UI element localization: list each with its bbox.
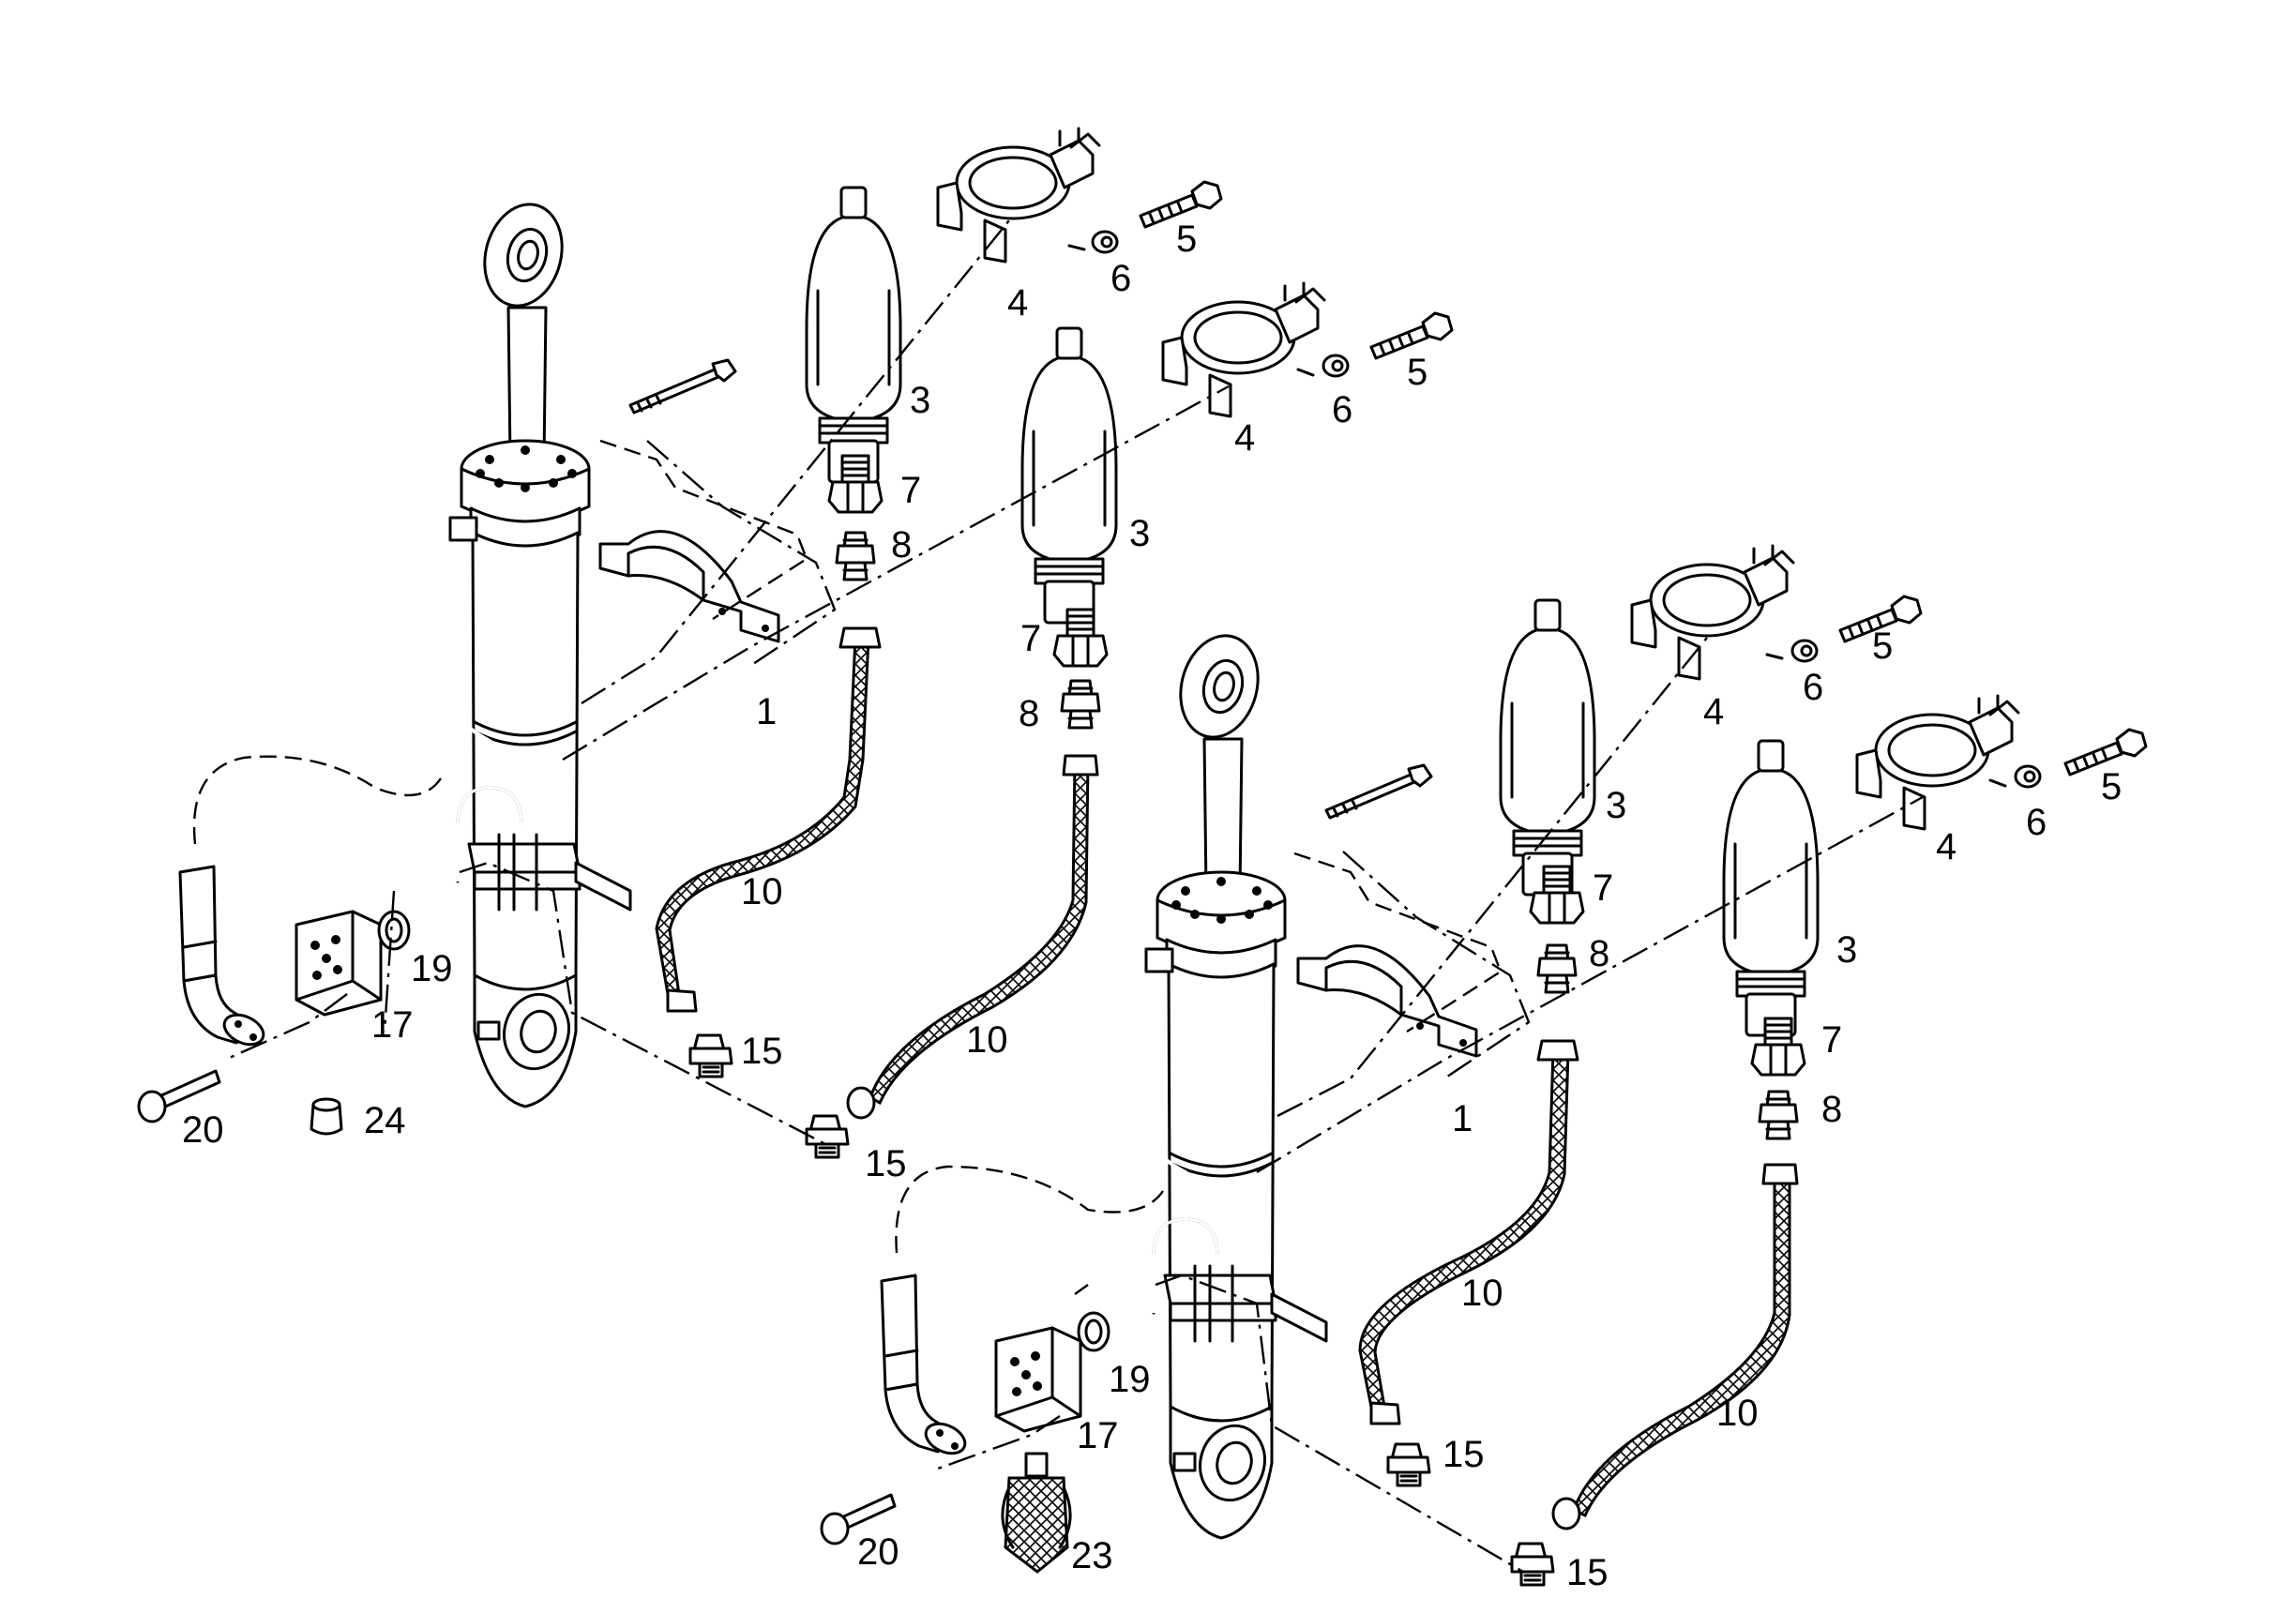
callout-15: 15 bbox=[1566, 1552, 1609, 1593]
callout-3: 3 bbox=[910, 380, 930, 421]
hose bbox=[1358, 1048, 1570, 1409]
washer bbox=[1091, 230, 1119, 254]
callout-7: 7 bbox=[900, 470, 921, 511]
callout-15: 15 bbox=[741, 1031, 783, 1072]
hose bbox=[1572, 1170, 1791, 1518]
callout-10: 10 bbox=[966, 1019, 1008, 1061]
callout-5: 5 bbox=[1176, 219, 1197, 260]
callout-10: 10 bbox=[741, 871, 783, 912]
fitting bbox=[1386, 1442, 1431, 1487]
nipple bbox=[835, 531, 876, 581]
callout-10: 10 bbox=[1461, 1273, 1503, 1314]
callout-19: 19 bbox=[1109, 1359, 1151, 1400]
clamp bbox=[1855, 694, 2020, 831]
fitting bbox=[1510, 1542, 1555, 1587]
callout-6: 6 bbox=[2026, 802, 2047, 843]
washer bbox=[1790, 639, 1819, 663]
callout-5: 5 bbox=[1407, 352, 1427, 393]
nipple bbox=[1758, 1090, 1799, 1140]
clamp bbox=[936, 127, 1101, 264]
accumulator bbox=[805, 186, 902, 484]
callout-7: 7 bbox=[1821, 1019, 1842, 1061]
callout-20: 20 bbox=[182, 1109, 224, 1151]
callout-4: 4 bbox=[1703, 691, 1724, 732]
hose bbox=[655, 636, 870, 996]
tie-bolt bbox=[1324, 763, 1433, 820]
callout-4: 4 bbox=[1007, 282, 1028, 324]
accumulator bbox=[1722, 739, 1820, 1037]
callout-5: 5 bbox=[1872, 626, 1893, 667]
callout-20: 20 bbox=[857, 1531, 899, 1573]
elbow-tube bbox=[880, 1274, 972, 1461]
clamp bbox=[1161, 281, 1326, 418]
screw-head bbox=[820, 1512, 850, 1545]
hydraulic-cylinder bbox=[1133, 625, 1328, 1540]
elbow-tube bbox=[178, 865, 270, 1052]
hose bbox=[869, 760, 1090, 1106]
washer bbox=[2014, 764, 2042, 789]
callout-6: 6 bbox=[1803, 667, 1823, 708]
callout-10: 10 bbox=[1716, 1393, 1759, 1434]
clamp bbox=[1630, 544, 1795, 681]
nipple bbox=[1536, 943, 1578, 994]
callout-3: 3 bbox=[1129, 513, 1150, 554]
hydraulic-cylinder bbox=[437, 193, 632, 1109]
callout-1: 1 bbox=[756, 691, 777, 732]
callout-15: 15 bbox=[1443, 1434, 1485, 1475]
callouts: 5 6 4 3 7 8 1 10 15 19 17 20 24 5 6 4 3 … bbox=[182, 219, 2122, 1593]
callout-7: 7 bbox=[1020, 618, 1041, 659]
accumulator bbox=[1020, 326, 1118, 625]
callout-7: 7 bbox=[1593, 867, 1613, 909]
callout-8: 8 bbox=[1019, 693, 1039, 734]
support-bracket bbox=[598, 530, 780, 643]
callout-17: 17 bbox=[371, 1004, 414, 1046]
callout-4: 4 bbox=[1936, 826, 1956, 867]
callout-8: 8 bbox=[1821, 1089, 1842, 1130]
washer bbox=[1322, 354, 1350, 378]
callout-3: 3 bbox=[1606, 785, 1626, 826]
support-bracket bbox=[1296, 944, 1478, 1058]
accumulator bbox=[1499, 598, 1596, 897]
screw-head bbox=[137, 1090, 167, 1123]
tie-bolt bbox=[628, 358, 737, 415]
pressure-switch bbox=[1001, 1452, 1072, 1574]
fitting bbox=[688, 1033, 733, 1078]
callout-17: 17 bbox=[1077, 1415, 1119, 1456]
callout-23: 23 bbox=[1071, 1535, 1113, 1576]
callout-24: 24 bbox=[364, 1100, 406, 1141]
callout-8: 8 bbox=[1589, 933, 1609, 974]
connection-block bbox=[994, 1326, 1082, 1433]
assembly-right bbox=[820, 544, 2148, 1587]
assembly-left bbox=[137, 127, 1454, 1159]
callout-4: 4 bbox=[1234, 417, 1255, 459]
plug bbox=[310, 1103, 343, 1136]
callout-6: 6 bbox=[1332, 389, 1352, 430]
callout-1: 1 bbox=[1452, 1098, 1473, 1139]
callout-8: 8 bbox=[891, 524, 912, 565]
callout-5: 5 bbox=[2101, 766, 2122, 807]
callout-15: 15 bbox=[865, 1143, 907, 1184]
nipple bbox=[1060, 679, 1101, 730]
callout-19: 19 bbox=[411, 948, 453, 989]
callout-3: 3 bbox=[1836, 929, 1857, 971]
callout-6: 6 bbox=[1110, 258, 1131, 299]
